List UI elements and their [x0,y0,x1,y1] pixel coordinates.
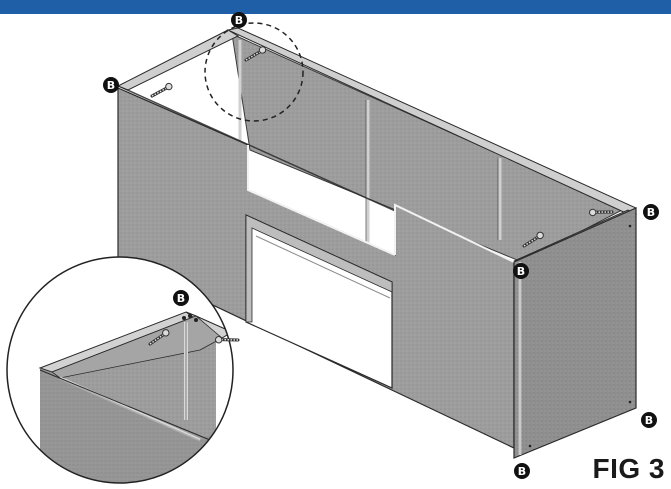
svg-text:B: B [177,292,185,305]
svg-text:B: B [107,79,115,92]
figure-label: FIG 3 [592,453,665,484]
callout-b-front-corner: B [513,263,529,279]
callout-b-left: B [103,77,119,93]
screw-icon [149,81,175,98]
front-panel [117,87,515,449]
callout-b-right-bottom: B [641,412,657,428]
svg-text:B: B [645,414,653,427]
svg-text:B: B [235,14,243,27]
svg-text:B: B [517,265,525,278]
side-panel-right [513,207,637,459]
callout-b-bottom: B [514,463,530,479]
header-bar [0,0,671,14]
svg-text:B: B [518,465,526,478]
callout-b-inset: B [173,290,189,306]
zoom-circle-icon [6,256,234,484]
callout-b-top: B [231,12,247,28]
detail-highlight-circle [204,22,304,122]
svg-text:B: B [647,206,655,219]
callout-b-right-top: B [643,204,659,220]
